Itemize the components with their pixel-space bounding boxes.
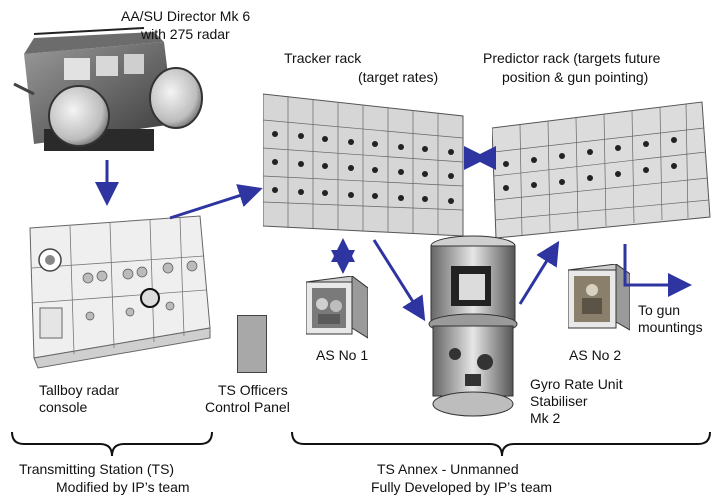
- as-no-2-photo: [568, 264, 630, 331]
- arrow-gyro-to-predictor: [518, 240, 560, 305]
- predictor-rack-photo: [492, 101, 711, 239]
- tracker-label-line1: Tracker rack: [284, 50, 362, 66]
- predictor-label-line1: Predictor rack (targets future: [483, 50, 661, 66]
- as-no-2-label: AS No 2: [569, 347, 622, 363]
- gyro-label-line2: Stabiliser: [530, 393, 588, 409]
- ts-group-label-line2: Modified by IP’s team: [56, 479, 190, 495]
- gyro-rate-unit-photo: [428, 235, 518, 417]
- to-gun-label-line1: To gun: [638, 302, 681, 318]
- tallboy-console-drawing: [29, 215, 211, 369]
- brace-ts: [11, 431, 213, 457]
- annex-group-label-line2: Fully Developed by IP’s team: [371, 479, 553, 495]
- brace-annex: [291, 431, 711, 457]
- ts-officers-label-line1: TS Officers: [218, 382, 288, 398]
- as-no-1-label: AS No 1: [316, 347, 369, 363]
- tracker-label-line2: (target rates): [358, 69, 439, 85]
- arrow-to-gun-mountings: [623, 266, 692, 297]
- tallboy-label-line2: console: [39, 399, 88, 415]
- gyro-label-line3: Mk 2: [530, 410, 561, 426]
- annex-group-label-line1: TS Annex - Unmanned: [377, 461, 519, 477]
- tallboy-label-line1: Tallboy radar: [39, 382, 120, 398]
- arrow-tracker-to-gyro: [372, 239, 426, 322]
- ts-group-label-line1: Transmitting Station (TS): [19, 461, 175, 477]
- ts-officers-panel-box: [237, 315, 267, 373]
- as-no-1-photo: [306, 276, 368, 339]
- director-photo: [13, 27, 203, 151]
- to-gun-label-line2: mountings: [638, 319, 703, 335]
- gyro-label-line1: Gyro Rate Unit: [530, 376, 623, 392]
- predictor-label-line2: position & gun pointing): [502, 69, 649, 85]
- director-label-line2: with 275 radar: [141, 26, 230, 42]
- director-label-line1: AA/SU Director Mk 6: [121, 8, 251, 24]
- ts-officers-label-line2: Control Panel: [205, 399, 290, 415]
- tracker-rack-photo: [263, 93, 464, 237]
